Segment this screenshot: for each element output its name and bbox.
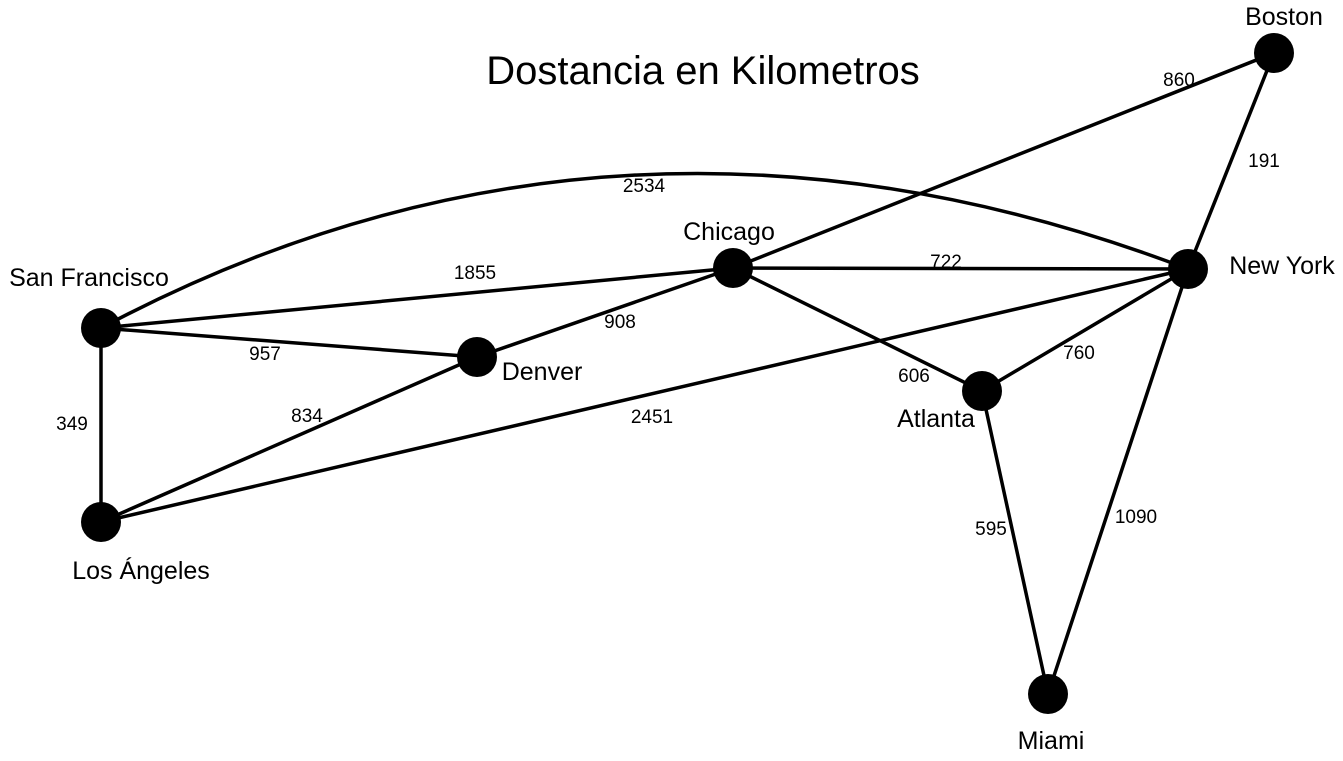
node-newyork[interactable] [1168,249,1208,289]
weight-sanfrancisco-denver: 957 [249,344,281,365]
nodes [81,33,1294,714]
weight-newyork-miami: 1090 [1115,507,1157,528]
edge-losangeles-denver [99,355,479,524]
edge-newyork-miami [1046,267,1190,696]
city-labels: Boston New York Chicago San Francisco De… [9,3,1335,755]
weight-chicago-boston: 860 [1163,70,1195,91]
weight-chicago-atlanta: 606 [898,366,930,387]
edge-losangeles-newyork [99,267,1190,524]
edge-sanfrancisco-newyork [99,171,1190,330]
edge-chicago-atlanta [731,266,984,393]
weight-losangeles-newyork: 2451 [631,407,673,428]
weight-atlanta-newyork: 760 [1063,343,1095,364]
weight-losangeles-denver: 834 [291,406,323,427]
weight-sanfrancisco-chicago: 1855 [454,263,496,284]
label-chicago: Chicago [683,218,775,246]
graph-title: Dostancia en Kilometros [486,49,920,93]
label-sanfrancisco: San Francisco [9,264,169,292]
edge-atlanta-miami [980,389,1050,696]
node-miami[interactable] [1028,674,1068,714]
label-losangeles: Los Ángeles [72,556,210,585]
label-boston: Boston [1245,3,1323,31]
edges [99,51,1276,696]
node-denver[interactable] [457,337,497,377]
label-denver: Denver [502,358,583,386]
label-newyork: New York [1229,252,1335,280]
edge-chicago-newyork [731,266,1190,271]
weight-sanfrancisco-newyork: 2534 [623,176,666,197]
weight-chicago-newyork: 722 [930,252,962,273]
edge-chicago-boston [731,51,1276,270]
edge-sanfrancisco-denver [99,326,479,359]
edge-denver-chicago [475,266,735,359]
weight-boston-newyork: 191 [1248,151,1280,172]
node-atlanta[interactable] [962,371,1002,411]
edge-sanfrancisco-chicago [99,266,735,330]
node-sanfrancisco[interactable] [81,308,121,348]
edge-boston-newyork [1186,51,1276,271]
weight-sanfrancisco-losangeles: 349 [56,414,88,435]
label-miami: Miami [1018,727,1085,755]
node-losangeles[interactable] [81,502,121,542]
node-boston[interactable] [1254,33,1294,73]
weight-denver-chicago: 908 [604,312,636,333]
node-chicago[interactable] [713,248,753,288]
weight-atlanta-miami: 595 [975,519,1007,540]
edge-atlanta-newyork [980,267,1190,393]
edge-weights: 860 191 2534 1855 722 908 957 606 760 34… [56,70,1280,540]
label-atlanta: Atlanta [897,405,975,433]
